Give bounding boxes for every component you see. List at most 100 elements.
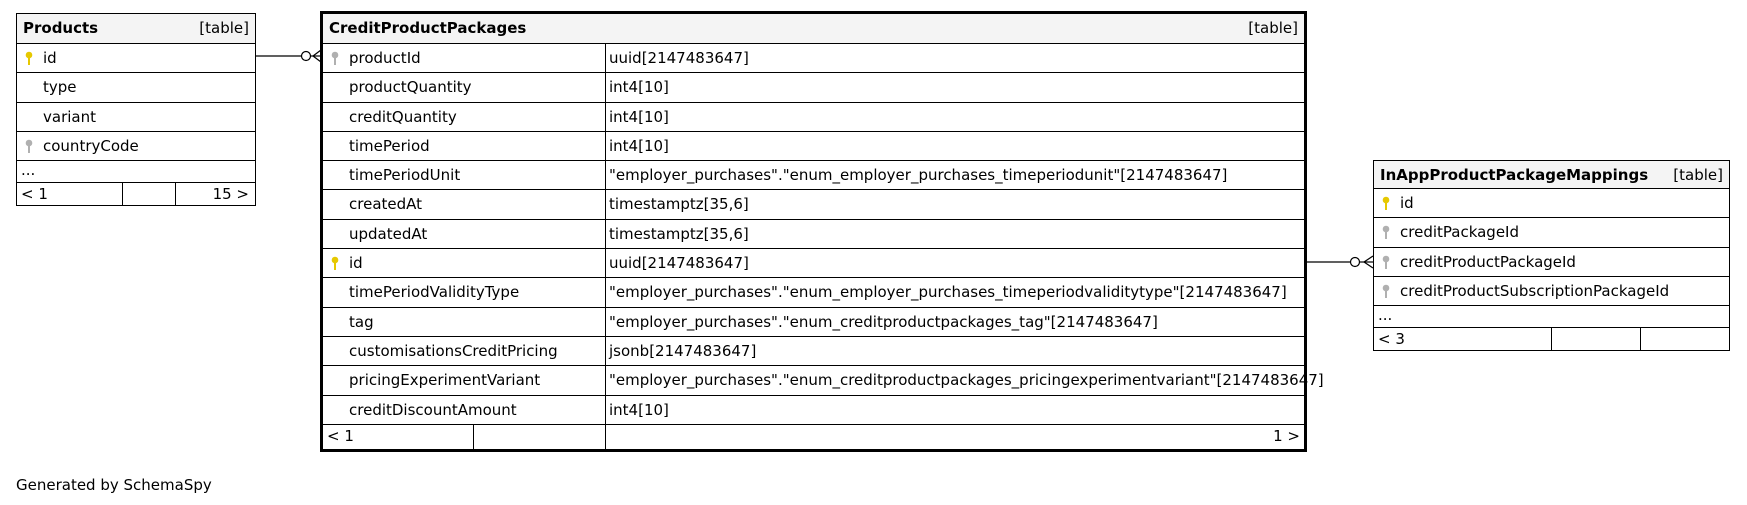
mappings-table-header: InAppProductPackageMappings [table]: [1374, 161, 1729, 189]
column-type: "employer_purchases"."enum_employer_purc…: [609, 283, 1287, 302]
column-divider: [605, 161, 606, 190]
table-row[interactable]: type: [17, 73, 255, 103]
column-name: timePeriod: [349, 136, 430, 155]
ellipsis-text: ...: [1378, 306, 1393, 325]
table-row[interactable]: timePeriod int4[10]: [323, 131, 1304, 162]
foreign-key-icon: [1382, 255, 1390, 269]
table-row[interactable]: pricingExperimentVariant "employer_purcha…: [323, 366, 1324, 396]
column-type: "employer_purchases"."enum_creditproduct…: [609, 312, 1158, 331]
products-table-name[interactable]: Products: [23, 19, 99, 37]
column-type: jsonb[2147483647]: [609, 341, 757, 360]
column-name: customisationsCreditPricing: [349, 341, 558, 360]
generated-by-footer: Generated by SchemaSpy: [16, 476, 212, 494]
foreign-key-icon: [1382, 225, 1390, 240]
creditproductpackages-table-name[interactable]: CreditProductPackages: [329, 19, 527, 37]
table-row[interactable]: updatedAt timestamptz[35,6]: [323, 219, 1304, 250]
column-divider: [605, 102, 606, 131]
column-divider: [605, 366, 606, 395]
primary-key-icon: [331, 256, 339, 271]
column-name: creditProductPackageId: [1400, 252, 1576, 271]
table-row[interactable]: productQuantity int4[10]: [323, 73, 1304, 103]
column-divider: [605, 44, 606, 73]
products-table-footer: < 1 15 >: [17, 183, 255, 206]
column-name: type: [43, 78, 77, 97]
column-name: productQuantity: [349, 78, 472, 97]
column-name: variant: [43, 107, 96, 126]
footer-divider: [1551, 328, 1552, 351]
connector-products-to-creditproductpackages: [256, 49, 322, 63]
connector-creditproductpackages-to-mappings: [1306, 255, 1374, 269]
table-row[interactable]: productId uuid[2147483647]: [323, 44, 1304, 74]
column-name: id: [43, 49, 57, 67]
column-divider: [605, 307, 606, 336]
mappings-table-footer: < 3: [1374, 328, 1729, 351]
column-type: timestamptz[35,6]: [609, 224, 749, 243]
column-type: int4[10]: [609, 78, 669, 97]
table-row[interactable]: variant: [17, 103, 255, 132]
products-table-header: Products [table]: [17, 14, 255, 44]
table-row[interactable]: timePeriodUnit "employer_purchases"."enum…: [323, 161, 1304, 191]
table-row[interactable]: timePeriodValidityType "employer_purchase…: [323, 278, 1304, 308]
column-name: createdAt: [349, 195, 423, 214]
column-divider: [605, 219, 606, 249]
column-name: timePeriodValidityType: [349, 283, 520, 302]
footer-divider: [1640, 328, 1641, 351]
nav-next-label[interactable]: 15 >: [212, 185, 249, 204]
column-type: "employer_purchases"."enum_employer_purc…: [609, 166, 1228, 185]
footer-divider: [175, 183, 176, 206]
column-name: creditPackageId: [1400, 223, 1520, 242]
mappings-table-name[interactable]: InAppProductPackageMappings: [1380, 166, 1649, 184]
column-name: creditQuantity: [349, 107, 457, 126]
creditproductpackages-table-footer: < 1 1 >: [323, 424, 1304, 449]
table-row[interactable]: creditPackageId: [1374, 218, 1729, 248]
creditproductpackages-table-header: CreditProductPackages [table]: [323, 14, 1304, 44]
nav-prev-label[interactable]: < 1: [327, 426, 354, 445]
nav-prev-label[interactable]: < 3: [1378, 330, 1405, 349]
products-table-kind: [table]: [199, 19, 249, 37]
column-divider: [605, 336, 606, 366]
column-name: id: [349, 254, 363, 273]
table-row[interactable]: countryCode: [17, 132, 255, 162]
table-row[interactable]: creditProductSubscriptionPackageId: [1374, 277, 1729, 307]
column-type: int4[10]: [609, 136, 669, 155]
table-row[interactable]: id: [17, 44, 255, 74]
primary-key-icon: [1382, 196, 1390, 210]
table-row[interactable]: id: [1374, 189, 1729, 219]
ellipsis-text: ...: [21, 161, 36, 180]
products-table: Products [table] id type variant country…: [16, 13, 256, 207]
column-divider: [605, 395, 606, 424]
column-type: "employer_purchases"."enum_creditproduct…: [609, 371, 1324, 390]
column-type: uuid[2147483647]: [609, 49, 749, 67]
creditproductpackages-table-kind: [table]: [1248, 19, 1298, 37]
column-divider: [605, 73, 606, 102]
more-columns-ellipsis: ...: [17, 161, 255, 184]
more-columns-ellipsis: ...: [1374, 306, 1729, 329]
table-row[interactable]: tag "employer_purchases"."enum_creditprod…: [323, 307, 1304, 337]
column-divider: [605, 278, 606, 307]
table-row[interactable]: customisationsCreditPricing jsonb[2147483…: [323, 336, 1304, 367]
column-name: timePeriodUnit: [349, 166, 461, 185]
footer-divider: [473, 424, 474, 449]
column-type: int4[10]: [609, 400, 669, 419]
column-name: tag: [349, 312, 374, 331]
inappproductpackagemappings-table: InAppProductPackageMappings [table] id c…: [1373, 160, 1730, 352]
nav-prev-label[interactable]: < 1: [21, 185, 48, 204]
column-type: uuid[2147483647]: [609, 254, 749, 273]
primary-key-icon: [25, 51, 33, 65]
column-name: id: [1400, 194, 1414, 212]
column-name: countryCode: [43, 136, 139, 155]
mappings-table-kind: [table]: [1673, 166, 1723, 184]
column-divider: [605, 190, 606, 219]
table-row[interactable]: creditProductPackageId: [1374, 248, 1729, 277]
nav-next-label[interactable]: 1 >: [1273, 426, 1300, 445]
column-name: pricingExperimentVariant: [349, 371, 541, 390]
foreign-key-icon: [1382, 284, 1390, 298]
column-divider: [605, 249, 606, 278]
column-name: updatedAt: [349, 224, 428, 243]
table-row[interactable]: id uuid[2147483647]: [323, 249, 1304, 279]
column-name: productId: [349, 49, 421, 67]
